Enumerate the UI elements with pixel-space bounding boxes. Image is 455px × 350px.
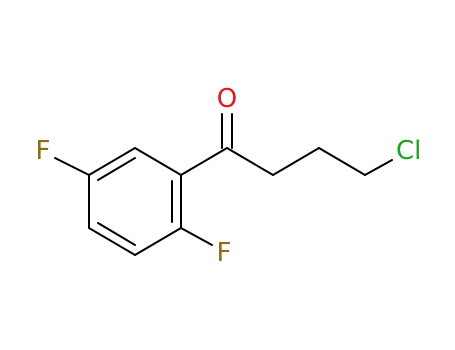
bond-ring-6-inner [97, 157, 136, 181]
bond-ring-3 [134, 227, 182, 256]
bond-chain-1 [226, 147, 274, 176]
atom-label-fluorine-bottom: F [217, 238, 232, 268]
bond-ring-f-top [54, 157, 90, 176]
bond-ring-1 [134, 147, 182, 176]
atom-label-fluorine-top: F [36, 136, 51, 166]
bond-ring-4-inner [97, 222, 136, 246]
bond-lines [54, 113, 393, 256]
bond-chain-cl [364, 159, 393, 176]
bond-ring-f-bottom [180, 227, 213, 246]
atom-label-chlorine: Cl [396, 136, 421, 166]
bond-ring-4 [88, 227, 136, 256]
bond-chain-3 [318, 147, 366, 176]
atom-labels: O Cl F F [36, 84, 422, 268]
bond-chain-2 [272, 147, 320, 176]
atom-label-oxygen: O [217, 84, 237, 114]
bond-ring-carbonyl [180, 147, 228, 176]
bond-ring-6 [88, 147, 136, 176]
